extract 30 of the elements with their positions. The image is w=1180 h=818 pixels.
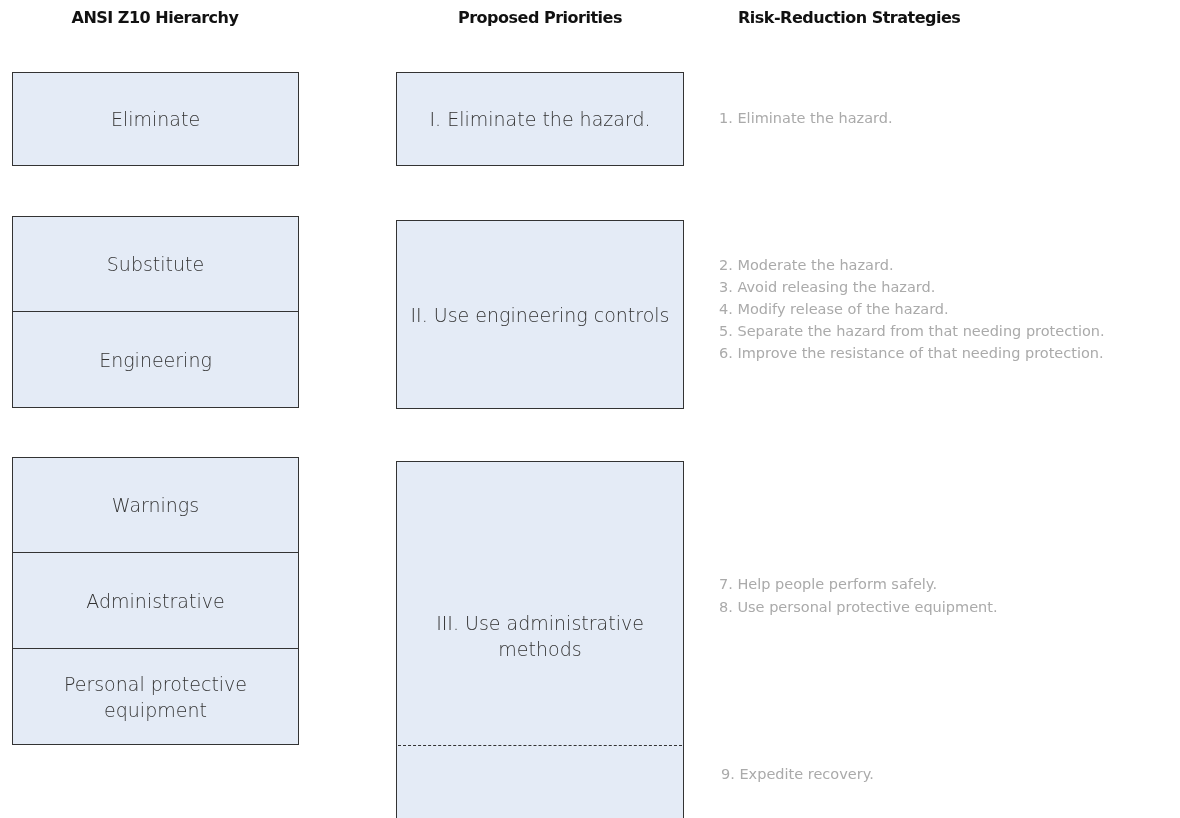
box-text: Warnings — [110, 493, 201, 518]
box-text: Substitute — [105, 252, 206, 277]
strategy-text: 8. Use personal protective equipment. — [719, 599, 998, 615]
hierarchy-box — [12, 457, 299, 553]
box-text: II. Use engineering controls — [409, 302, 671, 328]
priority-box — [396, 461, 684, 818]
priority-box — [396, 72, 684, 166]
hierarchy-box — [12, 72, 299, 166]
strategy-text: 4. Modify release of the hazard. — [719, 301, 949, 317]
hierarchy-box — [12, 648, 299, 745]
priority-box — [396, 220, 684, 409]
hierarchy-box — [12, 216, 299, 312]
strategy-text: 7. Help people perform safely. — [719, 576, 937, 592]
column-heading: ANSI Z10 Hierarchy — [71, 8, 239, 27]
strategy-text: 1. Eliminate the hazard. — [719, 110, 893, 126]
column-heading: Proposed Priorities — [458, 8, 622, 27]
box-text: Personal protective equipment — [62, 671, 249, 723]
box-text: I. Eliminate the hazard. — [428, 107, 652, 132]
box-text: Eliminate — [109, 107, 202, 132]
strategy-text: 5. Separate the hazard from that needing protection. — [719, 323, 1105, 339]
hierarchy-box — [12, 552, 299, 649]
box-text: Engineering — [98, 347, 213, 373]
box-text: Administrative — [85, 588, 226, 614]
box-text: III. Use administrative methods — [435, 611, 645, 662]
strategy-text: 3. Avoid releasing the hazard. — [719, 279, 936, 295]
column-heading: Risk-Reduction Strategies — [738, 8, 961, 27]
hierarchy-box — [12, 311, 299, 408]
strategy-text: 2. Moderate the hazard. — [719, 257, 894, 273]
strategy-text: 6. Improve the resistance of that needing protection. — [719, 345, 1104, 361]
strategy-text: 9. Expedite recovery. — [721, 766, 874, 782]
